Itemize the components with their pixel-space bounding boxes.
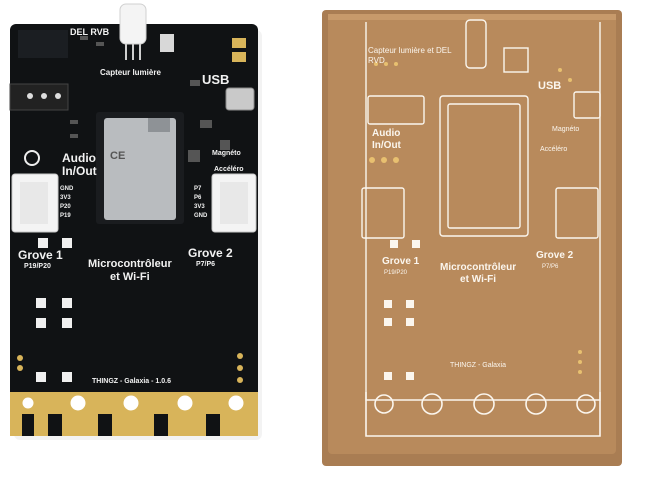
pin-label-left-1: 3V3 (60, 195, 71, 201)
box-edge-connector (365, 392, 601, 437)
board-label-version: THINGZ - Galaxia - 1.0.6 (92, 378, 171, 385)
box-label-magneto: Magnéto (552, 126, 580, 133)
pcb-substrate (10, 24, 258, 436)
box-label-usb: USB (538, 80, 562, 92)
pin-label-right-1: P6 (194, 195, 202, 201)
box-label-grove2-pins: P7/P6 (542, 264, 559, 270)
box-label-grove2: Grove 2 (536, 250, 574, 261)
pin-label-right-3: GND (194, 213, 208, 219)
board-label-mcu: Microcontrôleur et Wi-Fi (88, 258, 172, 283)
pin-label-left-2: P20 (60, 204, 71, 210)
board-label-audio: Audio In/Out (62, 151, 97, 178)
box-label-brand: THINGZ - Galaxia (450, 362, 507, 369)
pin-label-left-3: P19 (60, 213, 71, 219)
board-module-mark: CE (110, 150, 126, 162)
board-label-grove1: Grove 1 (18, 248, 63, 262)
board-label-light-sensor: Capteur lumière (100, 68, 161, 77)
board-label-led: DEL RVB (70, 27, 110, 37)
usb-port (225, 87, 255, 111)
box-label-accel: Accéléro (540, 146, 568, 153)
box-label-mcu: Microcontrôleur et Wi-Fi (440, 262, 517, 285)
pin-label-right-0: P7 (194, 186, 202, 192)
box-label-grove1-pins: P19/P20 (384, 270, 408, 276)
pin-label-left-0: GND (60, 186, 74, 192)
board-label-magneto: Magnéto (212, 150, 241, 157)
board-label-grove2: Grove 2 (188, 246, 233, 260)
board-label-grove2-pins: P7/P6 (196, 261, 216, 268)
board-label-usb: USB (202, 72, 230, 87)
box-label-header: Capteur lumière et DEL RVD (368, 46, 452, 65)
box-label-audio: Audio In/Out (372, 128, 401, 151)
edge-connector-holes (19, 392, 247, 414)
board-label-accel: Accéléro (214, 166, 244, 173)
board-label-grove1-pins: P19/P20 (24, 263, 51, 270)
pin-label-right-2: 3V3 (194, 204, 205, 210)
box-label-grove1: Grove 1 (382, 256, 420, 267)
box-front (328, 14, 616, 454)
